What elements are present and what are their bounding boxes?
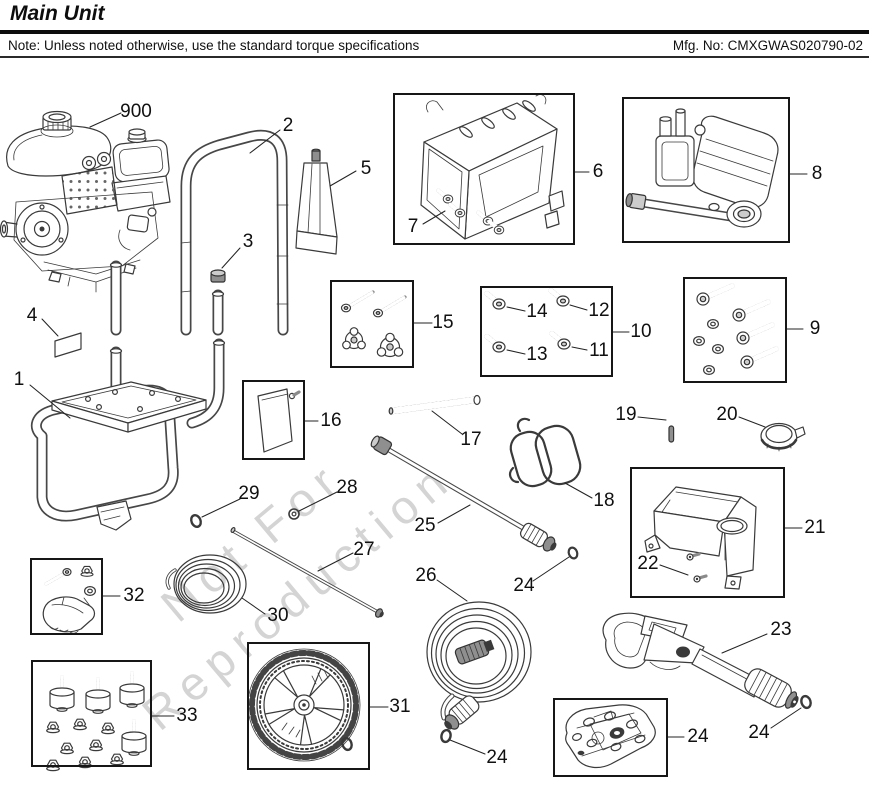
callout-13-screw: 13 (526, 344, 548, 365)
cone-illustration (295, 148, 338, 255)
callout-8-pump-box: 8 (811, 163, 823, 184)
group-box-31 (247, 642, 370, 770)
callout-29-oring: 29 (238, 483, 260, 504)
group-box-16 (242, 380, 305, 460)
callout-23-gun: 23 (770, 619, 792, 640)
lance-illustration (370, 435, 557, 552)
frame-illustration (30, 338, 226, 531)
callout-3-cap: 3 (242, 231, 254, 252)
callout-25-lance: 25 (414, 515, 436, 536)
clip-illustration (509, 417, 582, 488)
detergent-tank-illustration (644, 486, 757, 590)
sticker-illustration (54, 332, 82, 358)
callout-24-hose-oring: 24 (486, 747, 508, 768)
rod-illustration (388, 394, 481, 415)
callout-31-wheel-box: 31 (389, 696, 411, 717)
group-box-9 (683, 277, 787, 383)
callout-18-clip: 18 (593, 490, 615, 511)
mfg-number: Mfg. No: CMXGWAS020790-02 (672, 38, 863, 53)
panel-illustration (420, 94, 565, 240)
tube-27-illustration (230, 527, 384, 618)
torque-note: Note: Unless noted otherwise, use the st… (8, 38, 420, 53)
nozzle-tray-illustration (565, 704, 656, 769)
leader-lines (29, 112, 808, 755)
group-box-6 (393, 93, 575, 245)
callout-16-box: 16 (320, 410, 342, 431)
callout-7-screws: 7 (407, 216, 419, 237)
pump-illustration (625, 108, 779, 228)
callout-24-lance-oring: 24 (513, 575, 535, 596)
spray-gun-illustration (602, 612, 799, 709)
callout-27-tube: 27 (353, 539, 375, 560)
pin-illustration (668, 425, 675, 443)
handle-illustration (180, 129, 289, 336)
callout-1-frame: 1 (13, 369, 25, 390)
callout-30-coil: 30 (267, 605, 289, 626)
callout-15-box: 15 (432, 312, 454, 333)
group-box-10 (480, 286, 613, 377)
callout-900-engine: 900 (120, 101, 152, 122)
callout-32-box: 32 (123, 585, 145, 606)
group-box-24 (553, 698, 668, 777)
callout-21-tank-box: 21 (804, 517, 826, 538)
callout-24-gun-oring: 24 (748, 722, 770, 743)
header-rule-thin (0, 56, 869, 58)
mount-kit-illustration (42, 565, 97, 634)
engine-illustration (0, 110, 171, 293)
group-box-8 (622, 97, 790, 243)
callout-2-handle: 2 (282, 115, 294, 136)
group-box-33 (31, 660, 152, 767)
oring-29-illustration (188, 512, 204, 530)
plate-kit-illustration (257, 388, 301, 453)
cap-illustration (760, 422, 806, 452)
coil-illustration (165, 554, 247, 614)
callout-11-screw: 11 (589, 340, 609, 361)
group-box-32 (30, 558, 103, 635)
page-title: Main Unit (10, 2, 105, 25)
callout-24-kit-box: 24 (687, 726, 709, 747)
group-box-21 (630, 467, 785, 598)
callout-19-pin: 19 (615, 404, 637, 425)
callout-12-screw: 12 (588, 300, 610, 321)
callout-33-box: 33 (176, 705, 198, 726)
callout-22-screws: 22 (637, 553, 659, 574)
callout-14-screw: 14 (526, 301, 548, 322)
callout-28-washer: 28 (336, 477, 358, 498)
handle-lower-tubes-illustration (109, 260, 226, 336)
callout-5: 5 (360, 158, 372, 179)
header-rule-thick (0, 30, 869, 34)
hose-illustration (426, 601, 532, 730)
group-box-15 (330, 280, 414, 368)
callout-6-panel-box: 6 (592, 161, 604, 182)
wheel-illustration (247, 648, 361, 762)
callout-26-hose: 26 (415, 565, 437, 586)
callout-17-rod: 17 (460, 429, 482, 450)
callout-4-sticker: 4 (26, 305, 38, 326)
oring-24-hose-illustration (438, 727, 454, 745)
bolt-knob-kit-illustration (340, 290, 407, 358)
callout-10-box: 10 (630, 321, 652, 342)
washer-28-illustration (288, 508, 300, 520)
oring-24-gun-illustration (798, 693, 814, 711)
callout-9-box: 9 (809, 318, 821, 339)
callout-20-cap: 20 (716, 404, 738, 425)
